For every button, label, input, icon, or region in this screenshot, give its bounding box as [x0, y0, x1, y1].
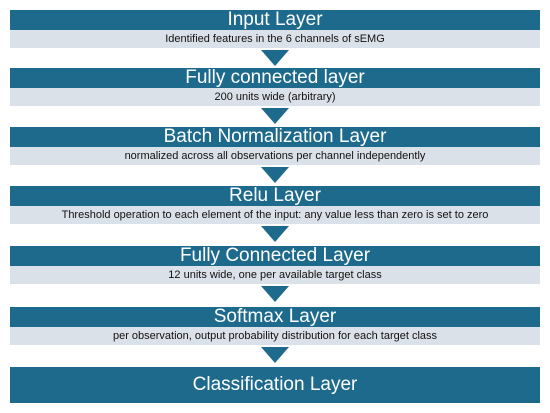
softmax-layer-description: per observation, output probability dist…: [10, 327, 540, 345]
relu-layer-box: Relu Layer Threshold operation to each e…: [10, 186, 540, 224]
batch-normalization-layer-box: Batch Normalization Layer normalized acr…: [10, 127, 540, 165]
down-arrow-icon: [261, 286, 289, 302]
batch-normalization-layer-description: normalized across all observations per c…: [10, 147, 540, 165]
down-arrow-icon: [261, 50, 289, 66]
fully-connected-layer-description: 200 units wide (arbitrary): [10, 88, 540, 106]
classification-layer-title: Classification Layer: [10, 367, 540, 403]
input-layer-title: Input Layer: [10, 10, 540, 30]
softmax-layer-box: Softmax Layer per observation, output pr…: [10, 307, 540, 345]
input-layer-box: Input Layer Identified features in the 6…: [10, 10, 540, 48]
fully-connected-layer-box: Fully connected layer 200 units wide (ar…: [10, 68, 540, 106]
down-arrow-icon: [261, 108, 289, 124]
input-layer-description: Identified features in the 6 channels of…: [10, 30, 540, 48]
relu-layer-description: Threshold operation to each element of t…: [10, 206, 540, 224]
fully-connected-output-layer-description: 12 units wide, one per available target …: [10, 266, 540, 284]
fully-connected-output-layer-title: Fully Connected Layer: [10, 246, 540, 266]
batch-normalization-layer-title: Batch Normalization Layer: [10, 127, 540, 147]
fully-connected-output-layer-box: Fully Connected Layer 12 units wide, one…: [10, 246, 540, 284]
fully-connected-layer-title: Fully connected layer: [10, 68, 540, 88]
classification-layer-box: Classification Layer: [10, 367, 540, 403]
relu-layer-title: Relu Layer: [10, 186, 540, 206]
down-arrow-icon: [261, 167, 289, 183]
down-arrow-icon: [261, 226, 289, 242]
softmax-layer-title: Softmax Layer: [10, 307, 540, 327]
down-arrow-icon: [261, 347, 289, 363]
